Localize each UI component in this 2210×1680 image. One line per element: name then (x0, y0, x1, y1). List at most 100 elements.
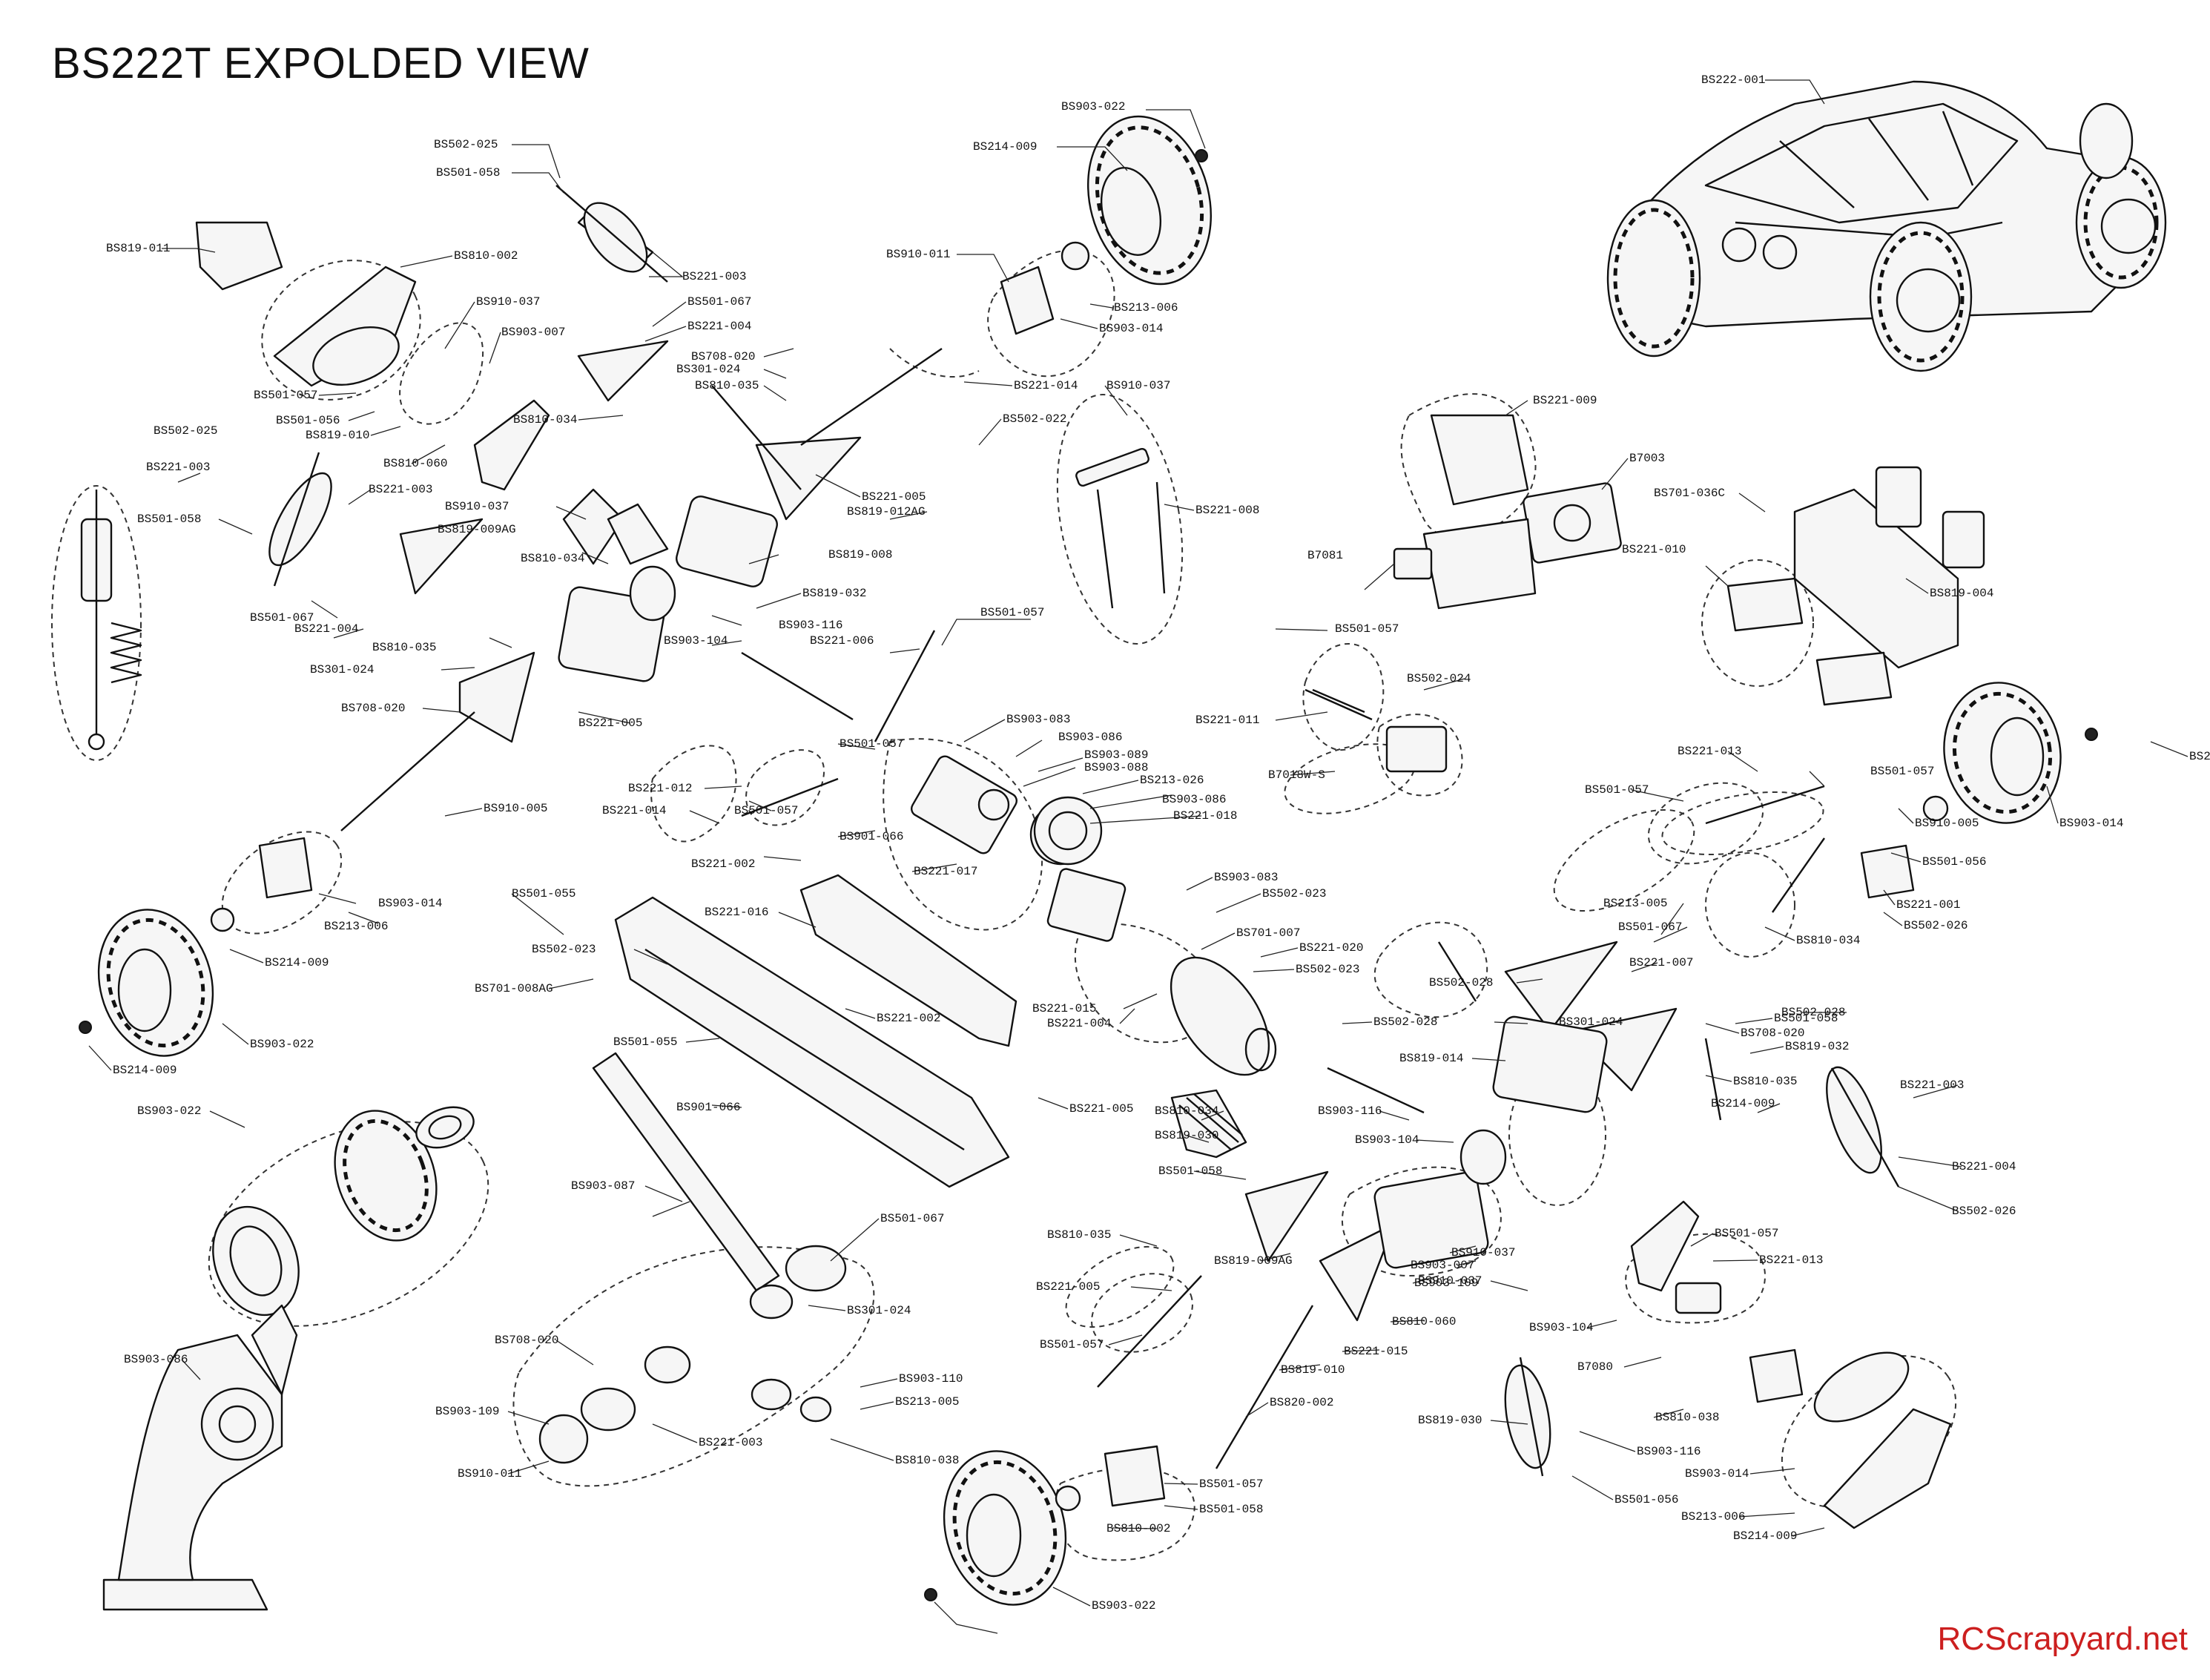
part-label: BS501-057 (1870, 765, 1934, 778)
part-label: BS221-012 (628, 782, 692, 795)
page-title: BS222T EXPOLDED VIEW (52, 39, 590, 88)
part-label: BS501-067 (880, 1212, 944, 1225)
servo (1312, 688, 1448, 773)
part-label: BS213-006 (2189, 750, 2210, 763)
part-label: BS502-022 (1003, 412, 1066, 426)
rear-bumper (1749, 1348, 1952, 1529)
part-label: BS903-022 (1061, 100, 1125, 113)
part-label: BS903-022 (250, 1038, 314, 1051)
part-label: BS221-010 (1622, 543, 1686, 556)
part-label: BS221-017 (914, 865, 977, 878)
part-label: BS501-057 (1335, 622, 1399, 636)
part-label: BS903-014 (1685, 1467, 1749, 1480)
parts (79, 80, 2167, 1611)
part-label: BS910-037 (1106, 379, 1170, 392)
part-label: BS221-018 (1173, 809, 1237, 823)
part-label: BS221-005 (578, 717, 642, 730)
part-label: BS903-104 (1355, 1133, 1419, 1147)
watermark: RCScrapyard.net (1937, 1621, 2188, 1657)
chassis-plate (592, 874, 1017, 1292)
part-label: BS213-006 (324, 920, 388, 933)
part-label: BS502-025 (154, 424, 217, 438)
part-label: BS221-007 (1629, 956, 1693, 969)
part-label: BS819-004 (1930, 587, 1993, 600)
part-label: BS903-086 (1058, 731, 1122, 744)
part-label: BS221-006 (810, 634, 874, 648)
part-label: BS903-083 (1006, 713, 1070, 726)
part-label: BS501-057 (254, 389, 317, 402)
part-label: BS810-035 (695, 379, 759, 392)
part-label: BS819-010 (1281, 1363, 1345, 1377)
part-label: BS213-005 (895, 1395, 959, 1409)
part-label: BS708-020 (1741, 1027, 1804, 1040)
part-label: BS810-060 (383, 457, 447, 470)
part-label: BS903-086 (1162, 793, 1226, 806)
part-label: BS819-010 (306, 429, 369, 442)
part-label: BS903-014 (1099, 322, 1163, 335)
part-label: BS221-005 (1036, 1280, 1100, 1294)
part-label: BS501-055 (512, 887, 575, 900)
leader-lines (88, 79, 2188, 1634)
part-label: BS903-088 (1084, 761, 1148, 774)
battery (1793, 466, 1985, 669)
differential-exploded (538, 1245, 847, 1464)
receiver-box (1393, 414, 1537, 610)
part-label: BS221-002 (691, 857, 755, 871)
part-label: BS819-030 (1155, 1129, 1218, 1142)
part-label: B7018W-S (1268, 768, 1325, 782)
part-label: BS502-028 (1373, 1015, 1437, 1029)
part-label: BS501-057 (1585, 783, 1649, 797)
part-label: BS501-067 (687, 295, 751, 309)
body-shell-bs222-001 (1606, 80, 2167, 372)
part-label: BS501-055 (613, 1035, 677, 1049)
part-label: BS221-015 (1032, 1002, 1096, 1015)
part-label: BS214-009 (265, 956, 329, 969)
part-label: BS910-037 (1451, 1246, 1515, 1259)
part-label: BS903-109 (435, 1405, 499, 1418)
part-label: BS501-056 (1614, 1493, 1678, 1506)
part-label: BS819-008 (828, 548, 892, 561)
part-label: BS903-007 (501, 326, 565, 339)
part-label: BS810-060 (1392, 1315, 1456, 1328)
servo-saver (1075, 447, 1166, 609)
part-label: BS501-058 (1199, 1503, 1263, 1516)
part-label: BS903-110 (899, 1372, 963, 1386)
part-label: BS903-086 (124, 1353, 188, 1366)
part-label: BS221-003 (369, 483, 432, 496)
part-label: BS910-005 (1915, 817, 1979, 830)
wheel-exploded (212, 1106, 475, 1317)
part-label: BS214-009 (113, 1064, 177, 1077)
part-label: BS221-003 (682, 270, 746, 283)
part-label: BS903-022 (1092, 1599, 1155, 1613)
driveshafts (340, 348, 1825, 1469)
part-label: BS901-066 (676, 1101, 740, 1114)
part-label: BS810-002 (454, 249, 518, 263)
part-label: BS903-116 (779, 619, 842, 632)
part-label: BS903-014 (378, 897, 442, 910)
part-label: BS819-012AG (847, 505, 926, 518)
part-label: BS910-011 (458, 1467, 521, 1480)
part-label: BS903-083 (1214, 871, 1278, 884)
part-label: BS819-009AG (438, 523, 516, 536)
part-label: BS502-026 (1952, 1205, 2016, 1218)
part-label: BS214-009 (1733, 1529, 1797, 1543)
shock-exploded (80, 490, 142, 751)
part-label: BS819-030 (1418, 1414, 1482, 1427)
part-label: BS708-020 (341, 702, 405, 715)
part-labels: BS903-022 BS214-009 BS502-025 BS501-058 … (106, 73, 2210, 1613)
part-label: BS301-024 (676, 363, 740, 376)
part-label: BS221-020 (1299, 941, 1363, 955)
part-label: BS901-066 (840, 830, 903, 843)
part-label: BS501-058 (1158, 1165, 1222, 1178)
part-label: BS820-002 (1270, 1396, 1333, 1409)
part-label: BS810-034 (521, 552, 584, 565)
part-label: BS501-067 (1618, 920, 1682, 934)
part-label: BS910-037 (445, 500, 509, 513)
part-label: BS221-009 (1533, 394, 1597, 407)
part-label: BS708-020 (691, 350, 755, 363)
part-label: BS501-058 (436, 166, 500, 179)
part-label: BS221-003 (146, 461, 210, 474)
motor (1170, 956, 1277, 1076)
part-label: BS903-116 (1318, 1104, 1382, 1118)
